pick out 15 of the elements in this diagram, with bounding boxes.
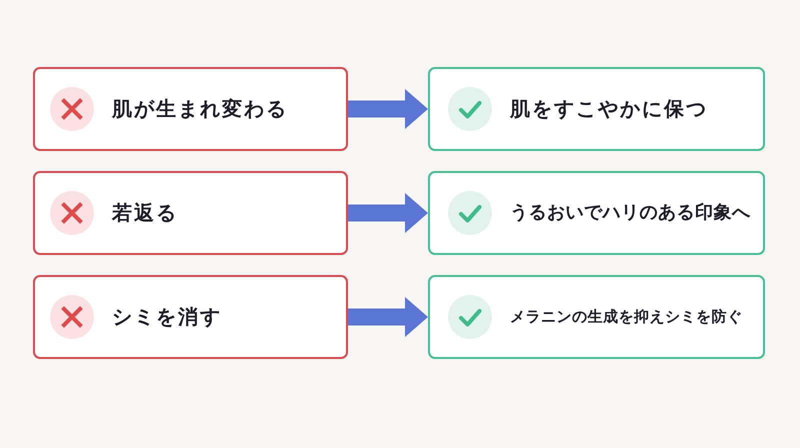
phrase-card [428, 275, 765, 359]
phrase-text: うるおいでハリのある印象へ [510, 202, 750, 224]
phrase-text: メラニンの生成を抑えシミを防ぐ [510, 308, 742, 326]
block-arrow [348, 89, 428, 129]
phrase-card [33, 171, 348, 255]
phrase-card [33, 67, 348, 151]
phrase-text: 若返る [112, 200, 178, 226]
phrase-text: 肌をすこやかに保つ [510, 96, 708, 122]
phrase-text: シミを消す [112, 304, 222, 330]
phrase-card [33, 275, 348, 359]
block-arrow [348, 297, 428, 337]
phrase-text: 肌が生まれ変わる [112, 96, 288, 122]
phrase-card [428, 67, 765, 151]
phrase-card [428, 171, 765, 255]
block-arrow [348, 193, 428, 233]
